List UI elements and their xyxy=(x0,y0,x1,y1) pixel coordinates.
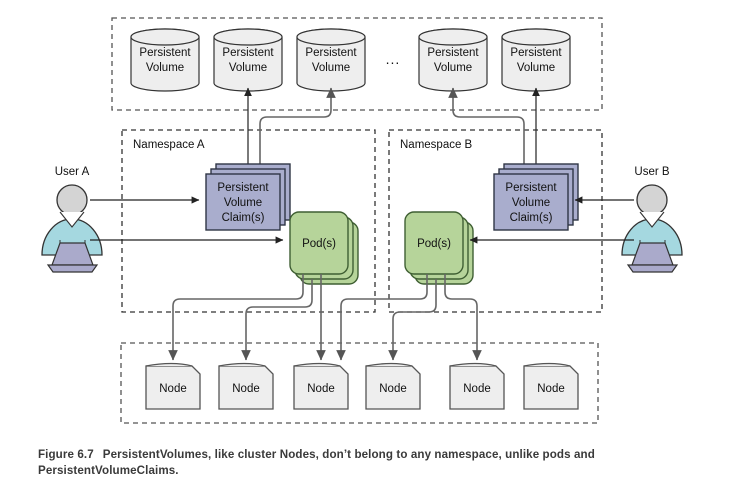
namespace-a-label: Namespace A xyxy=(133,139,205,151)
node-1: Node xyxy=(145,362,201,410)
pv-5-line1: Persistent xyxy=(510,47,562,59)
persistent-volumes-scope-box xyxy=(111,17,603,111)
link-pod-a-to-node-1 xyxy=(168,274,304,361)
pod-group-b: Pod(s) xyxy=(404,211,474,285)
pvc-a-line2: Volume xyxy=(224,197,262,209)
persistent-volume-claim-b: Persistent Volume Claim(s) xyxy=(493,163,579,231)
architecture-diagram: Persistent Volume Persistent Volume Pers… xyxy=(41,17,683,424)
link-pvc-a-to-pv-3 xyxy=(259,87,336,172)
figure-caption-text: PersistentVolumes, like cluster Nodes, d… xyxy=(38,448,595,477)
node-1-label: Node xyxy=(159,383,187,395)
link-pvc-b-to-pv-4 xyxy=(448,87,525,172)
persistent-volume-4: Persistent Volume xyxy=(418,28,488,92)
node-2-label: Node xyxy=(232,383,260,395)
link-pod-a-to-node-2 xyxy=(241,279,313,361)
user-b-avatar: User B xyxy=(621,166,683,273)
pv-4-line1: Persistent xyxy=(427,47,479,59)
pvc-b-line3: Claim(s) xyxy=(510,212,553,224)
pvc-a-line1: Persistent xyxy=(217,182,269,194)
pod-group-a: Pod(s) xyxy=(289,211,359,285)
link-pod-b-to-node-4 xyxy=(388,279,437,361)
user-a-avatar: User A xyxy=(41,166,103,273)
persistent-volume-claim-a: Persistent Volume Claim(s) xyxy=(205,163,291,231)
pvc-b-line1: Persistent xyxy=(505,182,557,194)
node-3: Node xyxy=(293,362,349,410)
link-pod-b-to-node-3 xyxy=(336,274,428,361)
node-2: Node xyxy=(218,362,274,410)
pod-b-label: Pod(s) xyxy=(417,238,451,250)
node-5: Node xyxy=(449,362,505,410)
persistent-volume-1: Persistent Volume xyxy=(130,28,200,92)
persistent-volume-5: Persistent Volume xyxy=(501,28,571,92)
user-a-label: User A xyxy=(55,166,90,178)
pv-5-line2: Volume xyxy=(517,62,555,74)
pv-2-line1: Persistent xyxy=(222,47,274,59)
pod-a-label: Pod(s) xyxy=(302,238,336,250)
pvc-b-line2: Volume xyxy=(512,197,550,209)
persistent-volume-2: Persistent Volume xyxy=(213,28,283,92)
pv-2-line2: Volume xyxy=(229,62,267,74)
persistent-volume-3: Persistent Volume xyxy=(296,28,366,92)
pvc-a-line3: Claim(s) xyxy=(222,212,265,224)
link-pod-b-to-node-5 xyxy=(444,274,482,361)
pv-1-line2: Volume xyxy=(146,62,184,74)
persistent-volumes-ellipsis: ... xyxy=(386,51,401,67)
pv-1-line1: Persistent xyxy=(139,47,191,59)
node-3-label: Node xyxy=(307,383,335,395)
namespace-b-label: Namespace B xyxy=(400,139,473,151)
node-4-label: Node xyxy=(379,383,407,395)
node-6: Node xyxy=(523,362,579,410)
pv-4-line2: Volume xyxy=(434,62,472,74)
pv-3-line1: Persistent xyxy=(305,47,357,59)
nodes-scope-box xyxy=(120,342,599,424)
figure-number: Figure 6.7 xyxy=(38,448,94,461)
user-b-label: User B xyxy=(634,166,669,178)
node-6-label: Node xyxy=(537,383,565,395)
node-4: Node xyxy=(365,362,421,410)
pv-3-line2: Volume xyxy=(312,62,350,74)
node-5-label: Node xyxy=(463,383,491,395)
